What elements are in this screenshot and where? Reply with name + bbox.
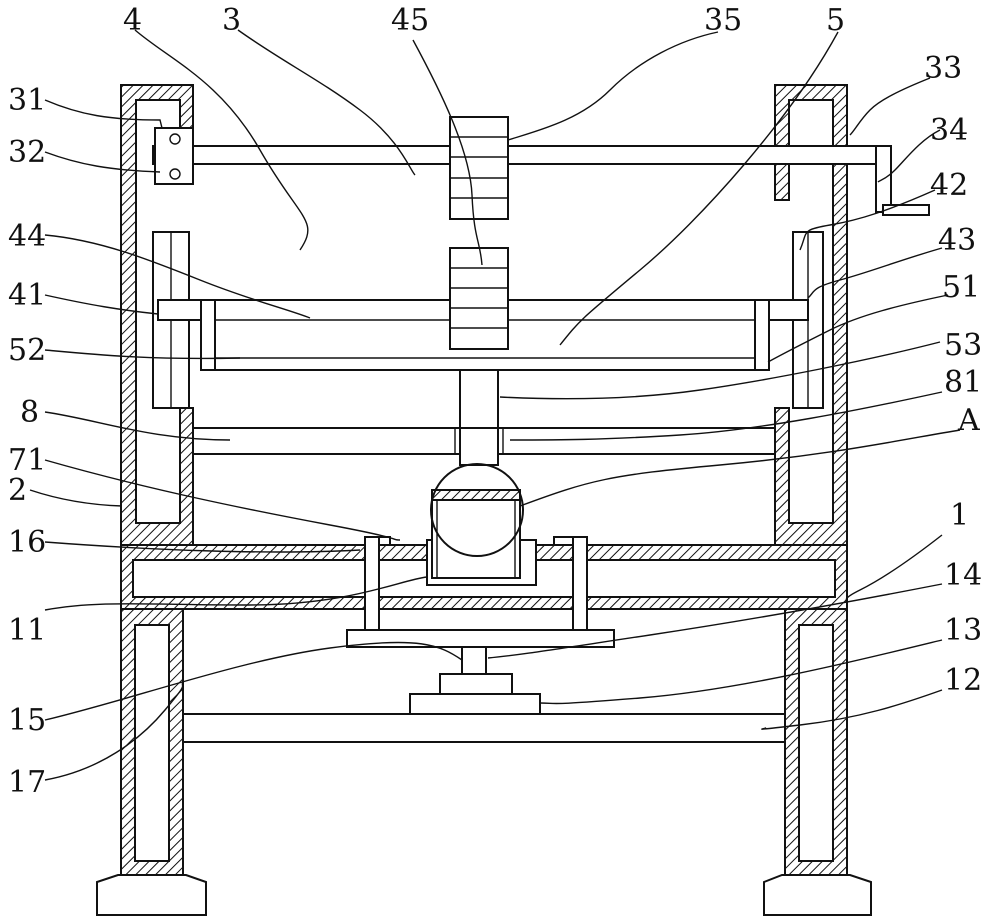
label-51: 51 bbox=[942, 270, 980, 305]
label-A: A bbox=[957, 403, 980, 438]
label-33: 33 bbox=[924, 51, 962, 86]
label-71: 71 bbox=[8, 443, 46, 478]
label-15: 15 bbox=[8, 703, 46, 738]
label-45: 45 bbox=[391, 3, 429, 38]
lift-mechanism bbox=[346, 536, 615, 715]
label-81: 81 bbox=[944, 365, 982, 400]
left-lower-leg bbox=[120, 608, 184, 876]
label-34: 34 bbox=[930, 113, 968, 148]
label-12: 12 bbox=[944, 663, 982, 698]
cross-arm bbox=[192, 427, 776, 466]
feet bbox=[96, 874, 872, 916]
label-4: 4 bbox=[123, 3, 142, 38]
label-1: 1 bbox=[950, 498, 969, 533]
label-5: 5 bbox=[826, 3, 845, 38]
label-8: 8 bbox=[20, 395, 39, 430]
label-41: 41 bbox=[8, 278, 46, 313]
label-13: 13 bbox=[944, 613, 982, 648]
top-shaft bbox=[152, 127, 930, 216]
label-14: 14 bbox=[944, 558, 982, 593]
label-43: 43 bbox=[938, 223, 976, 258]
leader-lines bbox=[29, 29, 961, 781]
label-32: 32 bbox=[8, 135, 46, 170]
label-16: 16 bbox=[8, 525, 46, 560]
label-17: 17 bbox=[8, 765, 46, 800]
lower-crossbar bbox=[182, 713, 786, 743]
label-53: 53 bbox=[944, 328, 982, 363]
label-2: 2 bbox=[8, 473, 27, 508]
label-52: 52 bbox=[8, 333, 46, 368]
upper-gear bbox=[449, 116, 509, 220]
label-31: 31 bbox=[8, 83, 46, 118]
part-labels: 4 3 45 35 5 33 34 42 43 51 53 81 A 31 32… bbox=[8, 3, 982, 800]
label-42: 42 bbox=[930, 168, 968, 203]
lower-gear-front bbox=[449, 247, 509, 350]
label-35: 35 bbox=[704, 3, 742, 38]
right-lower-leg bbox=[784, 608, 848, 876]
gripper bbox=[371, 463, 574, 586]
label-11: 11 bbox=[8, 613, 46, 648]
label-44: 44 bbox=[8, 219, 46, 254]
label-3: 3 bbox=[222, 3, 241, 38]
